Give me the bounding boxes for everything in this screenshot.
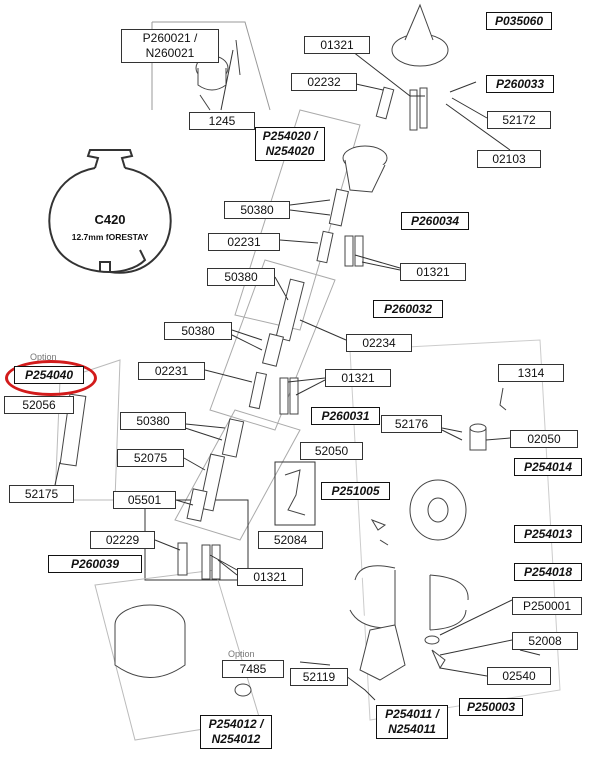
label-02229[interactable]: 02229 bbox=[90, 531, 155, 549]
label-p260032[interactable]: P260032 bbox=[373, 300, 443, 318]
label-52175[interactable]: 52175 bbox=[9, 485, 74, 503]
label-p254011[interactable]: P254011 / N254011 bbox=[376, 705, 448, 739]
label-p250003[interactable]: P250003 bbox=[459, 698, 523, 716]
group-frame-p251005 bbox=[274, 461, 316, 526]
label-02231-a[interactable]: 02231 bbox=[208, 233, 280, 251]
label-p035060[interactable]: P035060 bbox=[486, 12, 552, 30]
option-tag-left: Option bbox=[30, 352, 57, 362]
label-52176[interactable]: 52176 bbox=[381, 415, 442, 433]
label-1245[interactable]: 1245 bbox=[189, 112, 255, 130]
label-50380-c[interactable]: 50380 bbox=[164, 322, 232, 340]
c420-profile-icon bbox=[48, 149, 172, 274]
label-05501[interactable]: 05501 bbox=[113, 491, 176, 509]
label-p250001[interactable]: P250001 bbox=[512, 597, 582, 615]
label-p260034[interactable]: P260034 bbox=[401, 212, 469, 230]
label-p254013[interactable]: P254013 bbox=[514, 525, 582, 543]
group-outline-p260031 bbox=[174, 409, 301, 541]
label-p260039[interactable]: P260039 bbox=[48, 555, 142, 573]
group-outline-right bbox=[349, 339, 561, 721]
label-1314[interactable]: 1314 bbox=[498, 364, 564, 382]
label-52050[interactable]: 52050 bbox=[300, 442, 363, 460]
label-01321-d[interactable]: 01321 bbox=[237, 568, 303, 586]
label-02234[interactable]: 02234 bbox=[346, 334, 412, 352]
label-02231-b[interactable]: 02231 bbox=[138, 362, 205, 380]
label-p254040[interactable]: P254040 bbox=[14, 366, 84, 384]
leader-lines bbox=[54, 47, 541, 701]
label-50380-b[interactable]: 50380 bbox=[207, 268, 275, 286]
label-p260031[interactable]: P260031 bbox=[311, 407, 380, 425]
label-52084[interactable]: 52084 bbox=[258, 531, 323, 549]
group-outline-mid bbox=[209, 259, 336, 431]
highlight-ring bbox=[5, 360, 97, 396]
label-02050[interactable]: 02050 bbox=[510, 430, 578, 448]
label-7485[interactable]: 7485 bbox=[222, 660, 284, 678]
label-01321-top[interactable]: 01321 bbox=[304, 36, 370, 54]
profile-subtitle: 12.7mm fORESTAY bbox=[71, 232, 149, 242]
label-52119[interactable]: 52119 bbox=[290, 668, 348, 686]
label-p254018[interactable]: P254018 bbox=[514, 563, 582, 581]
label-01321-c[interactable]: 01321 bbox=[325, 369, 391, 387]
label-p254012[interactable]: P254012 / N254012 bbox=[200, 715, 272, 749]
label-p254020[interactable]: P254020 / N254020 bbox=[255, 127, 325, 161]
label-p251005[interactable]: P251005 bbox=[321, 482, 390, 500]
label-p260021[interactable]: P260021 / N260021 bbox=[121, 29, 219, 63]
label-52075[interactable]: 52075 bbox=[117, 449, 184, 467]
label-02232[interactable]: 02232 bbox=[291, 73, 357, 91]
label-02103[interactable]: 02103 bbox=[477, 150, 541, 168]
part-sketches bbox=[59, 3, 507, 697]
label-50380-a[interactable]: 50380 bbox=[224, 201, 290, 219]
label-p260033[interactable]: P260033 bbox=[486, 75, 554, 93]
label-02540[interactable]: 02540 bbox=[487, 667, 551, 685]
label-01321-b[interactable]: 01321 bbox=[400, 263, 466, 281]
label-52008[interactable]: 52008 bbox=[512, 632, 578, 650]
label-50380-d[interactable]: 50380 bbox=[120, 412, 186, 430]
label-52056[interactable]: 52056 bbox=[4, 396, 74, 414]
label-p254014[interactable]: P254014 bbox=[514, 458, 582, 476]
profile-name: C420 bbox=[94, 212, 126, 227]
label-52172[interactable]: 52172 bbox=[487, 111, 551, 129]
option-tag-bottom: Option bbox=[228, 649, 255, 659]
